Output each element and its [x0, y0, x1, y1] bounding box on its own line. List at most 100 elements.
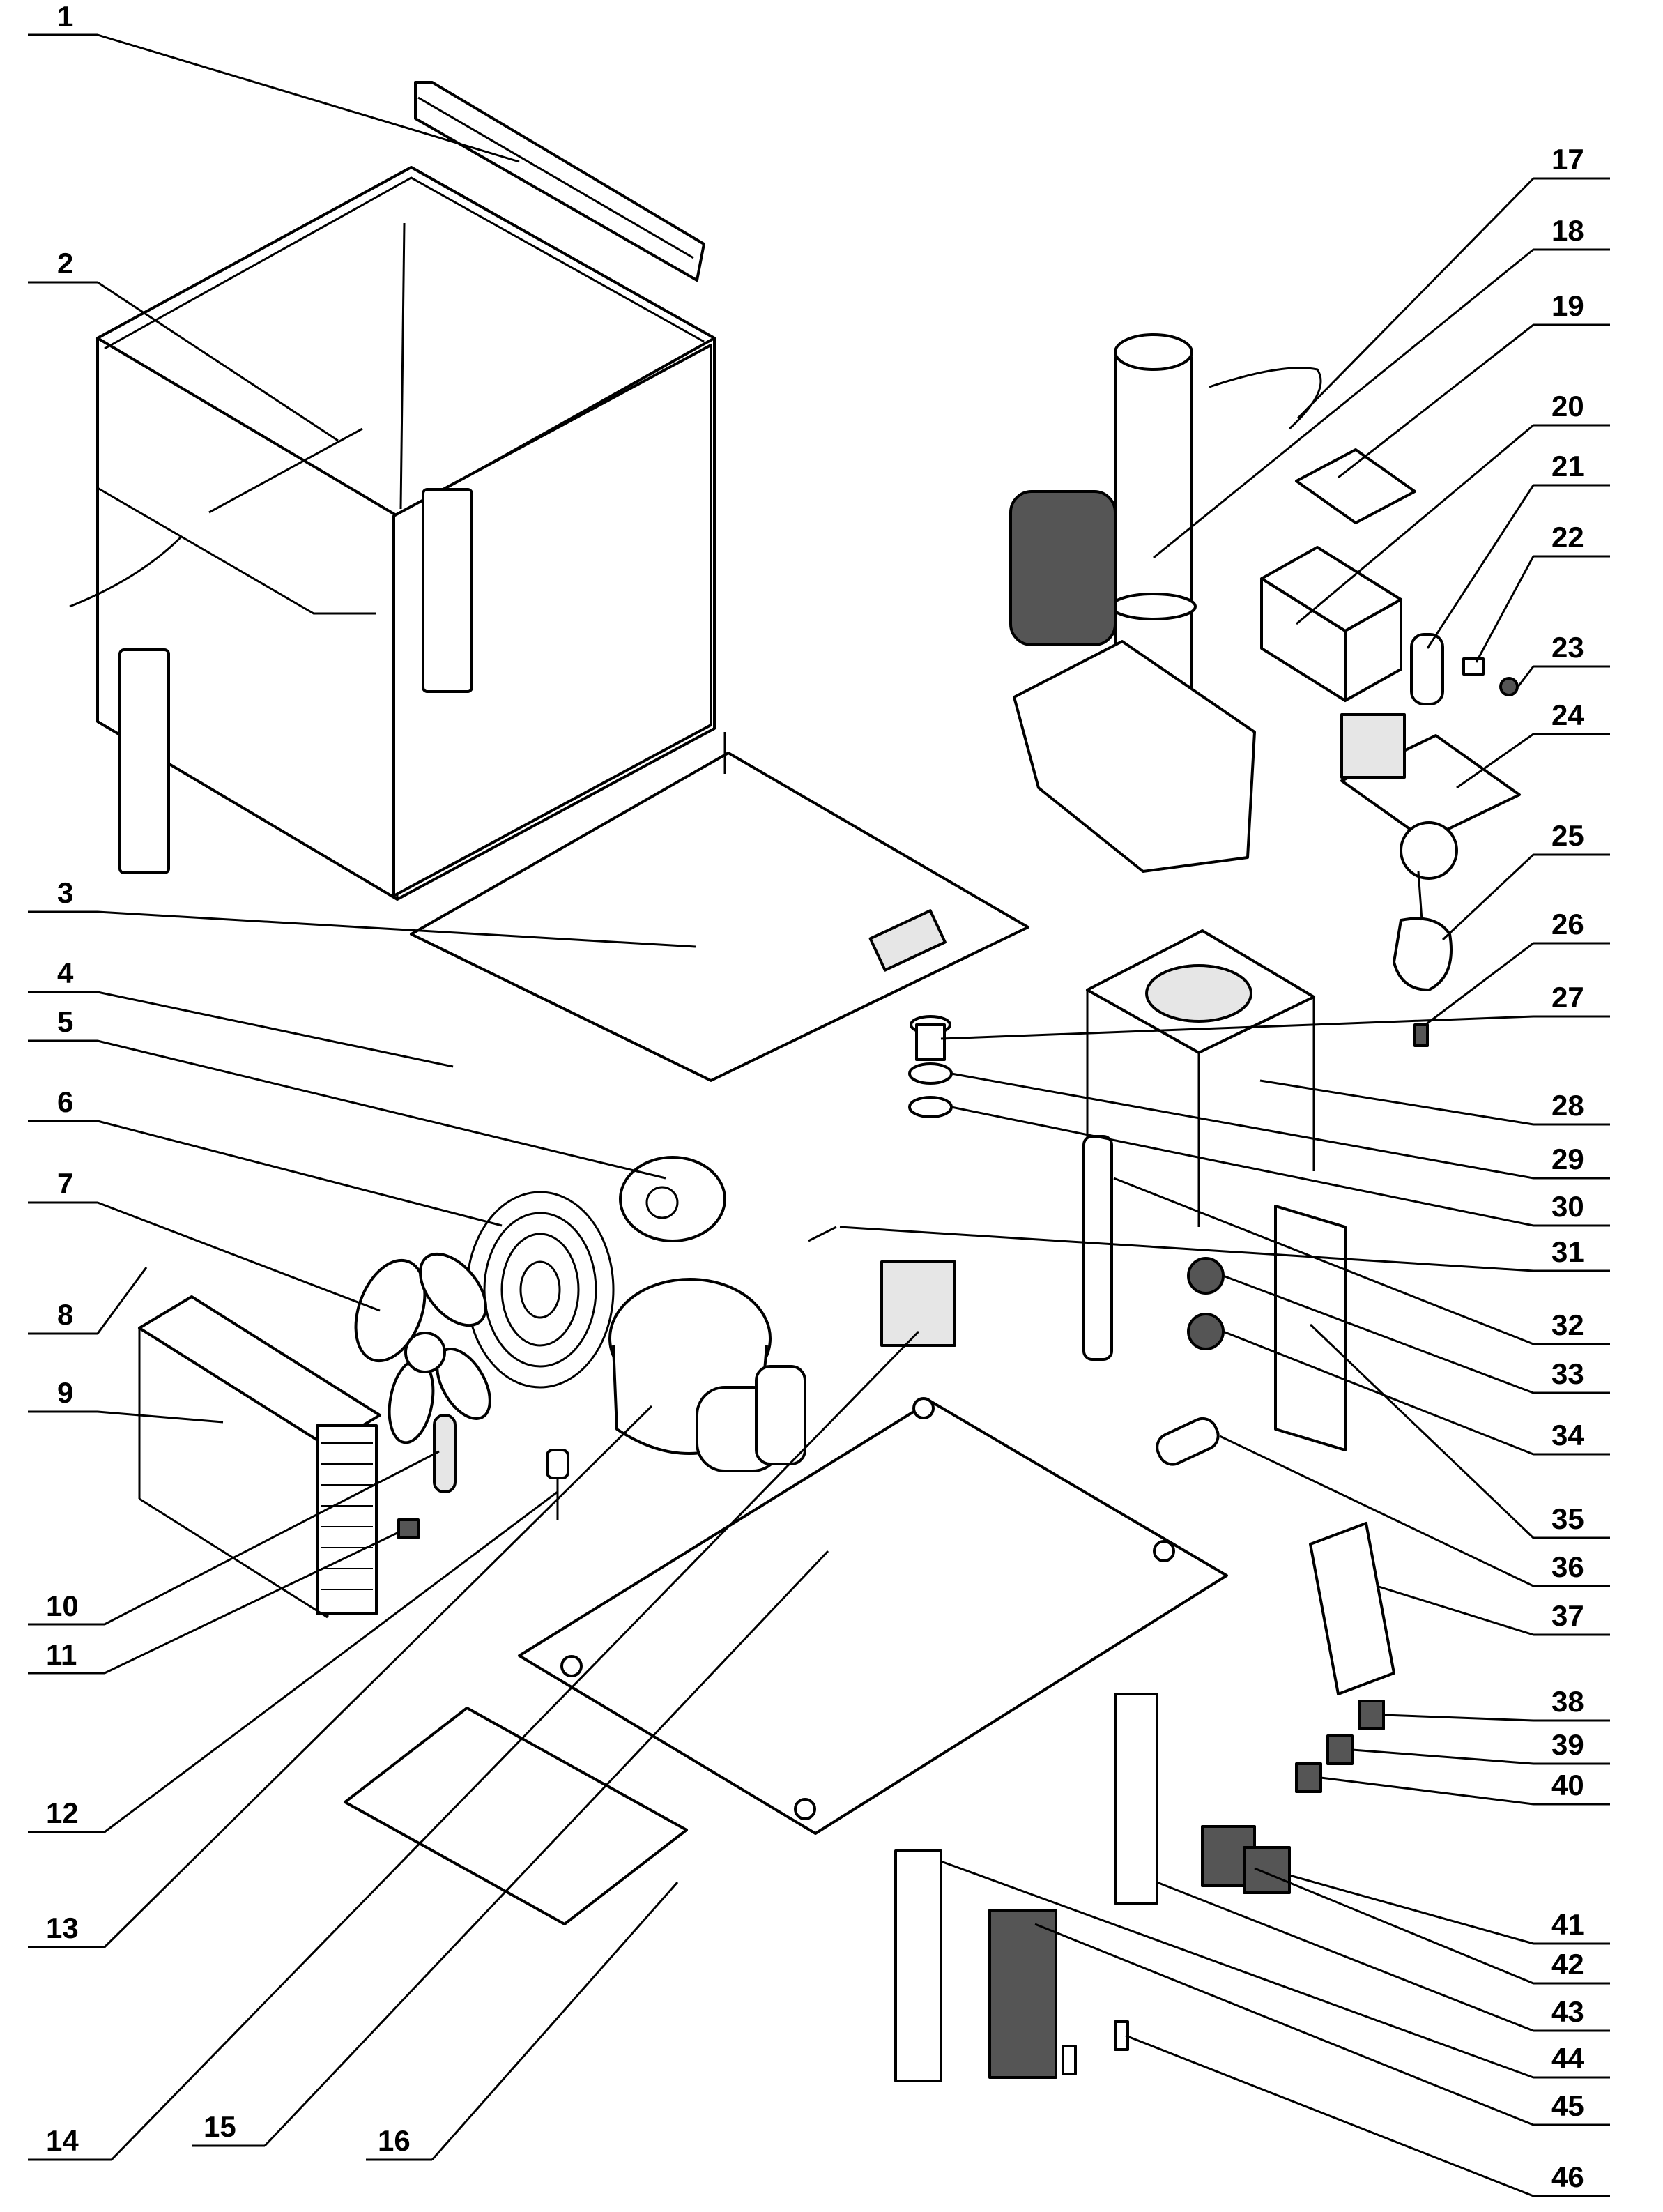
part-label: 8 [57, 1298, 73, 1331]
part-filter-drier [433, 1414, 457, 1493]
part-din-rail-44 [894, 1849, 942, 2082]
part-top-rail [414, 81, 705, 282]
callout-23: 23 [1517, 631, 1610, 687]
part-label: 39 [1551, 1728, 1584, 1761]
callout-6: 6 [28, 1085, 503, 1227]
part-label: 30 [1551, 1190, 1584, 1223]
callout-18: 18 [1153, 214, 1610, 559]
part-label: 13 [46, 1912, 79, 1944]
part-label: 1 [57, 0, 73, 33]
callout-33: 33 [1223, 1274, 1610, 1394]
part-circuit-board [988, 1909, 1057, 2079]
part-hood [1086, 929, 1315, 1227]
part-auger-assembly [1009, 333, 1256, 873]
callout-43: 43 [1156, 1881, 1610, 2032]
callout-41: 41 [1289, 1874, 1610, 1945]
part-clamp [1209, 367, 1322, 430]
callout-29: 29 [951, 1072, 1610, 1180]
callout-3: 3 [28, 876, 696, 948]
parts-drawing [69, 81, 1521, 2082]
callout-16: 16 [366, 1882, 679, 2161]
callout-12: 12 [28, 1490, 558, 1833]
part-label: 43 [1551, 1995, 1584, 2028]
part-control-box [1260, 546, 1402, 702]
callout-40: 40 [1320, 1769, 1610, 1806]
part-pin [808, 1226, 837, 1242]
part-label: 16 [378, 2124, 411, 2157]
part-label: 10 [46, 1589, 79, 1622]
part-label: 45 [1551, 2089, 1584, 2122]
part-bracket-4 [422, 488, 473, 693]
part-bracket-21 [1410, 633, 1444, 705]
part-label: 27 [1551, 981, 1584, 1014]
part-mount-plate [1309, 1522, 1395, 1695]
callout-26: 26 [1425, 908, 1610, 1026]
part-bracket-8 [118, 648, 170, 874]
callout-13: 13 [28, 1405, 653, 1948]
part-lower-frame [344, 1707, 688, 1925]
part-label: 11 [46, 1638, 77, 1671]
part-pressure-valve [546, 1449, 569, 1520]
part-label: 20 [1551, 390, 1584, 422]
part-cover-plate [1295, 448, 1416, 524]
callout-39: 39 [1351, 1728, 1610, 1765]
callout-8: 8 [28, 1267, 148, 1335]
part-label: 26 [1551, 908, 1584, 940]
callout-14: 14 [28, 1330, 920, 2161]
callout-45: 45 [1034, 1923, 1610, 2126]
part-label: 37 [1551, 1599, 1584, 1632]
callout-4: 4 [28, 956, 454, 1068]
part-cabinet [69, 166, 716, 901]
callout-34: 34 [1223, 1330, 1610, 1456]
callout-5: 5 [28, 1005, 666, 1180]
part-label: 36 [1551, 1550, 1584, 1583]
part-label: 38 [1551, 1685, 1584, 1718]
callouts: 1 2 3 4 5 6 7 [28, 0, 1610, 2197]
callout-10: 10 [28, 1450, 440, 1626]
callout-25: 25 [1441, 819, 1610, 941]
part-label: 24 [1551, 699, 1584, 731]
part-label: 19 [1551, 289, 1584, 322]
part-base-plate [518, 1397, 1228, 1835]
part-label: 46 [1551, 2160, 1584, 2193]
part-screw-22 [1462, 657, 1485, 676]
callout-38: 38 [1383, 1685, 1610, 1722]
part-label: 17 [1551, 143, 1584, 176]
callout-46: 46 [1125, 2034, 1610, 2197]
part-label: 9 [57, 1376, 73, 1409]
part-label: 29 [1551, 1143, 1584, 1175]
part-label: 32 [1551, 1309, 1584, 1341]
callout-22: 22 [1475, 521, 1610, 663]
part-small-valve [397, 1518, 420, 1539]
part-label: 22 [1551, 521, 1584, 554]
callout-9: 9 [28, 1376, 224, 1424]
callout-24: 24 [1456, 699, 1610, 789]
part-label: 18 [1551, 214, 1584, 247]
part-elbow [1156, 1417, 1220, 1466]
part-side-plate [1274, 1205, 1347, 1451]
part-label: 2 [57, 247, 73, 280]
part-connector-39 [1326, 1734, 1354, 1765]
callout-2: 2 [28, 247, 339, 442]
part-label: 40 [1551, 1769, 1584, 1801]
part-label: 33 [1551, 1357, 1584, 1390]
part-label: 3 [57, 876, 73, 909]
part-label: 34 [1551, 1419, 1584, 1451]
part-condenser [138, 1295, 381, 1619]
part-fitting-33 [1187, 1257, 1225, 1295]
part-label: 15 [204, 2110, 236, 2143]
callout-30: 30 [951, 1106, 1610, 1227]
part-label: 6 [57, 1085, 73, 1118]
callout-31: 31 [839, 1226, 1610, 1272]
callout-1: 1 [28, 0, 520, 163]
part-ring-29 [908, 1062, 953, 1085]
callout-36: 36 [1219, 1435, 1610, 1587]
callout-11: 11 [28, 1531, 399, 1675]
callout-20: 20 [1296, 390, 1610, 625]
callout-7: 7 [28, 1167, 381, 1312]
part-label: 5 [57, 1005, 73, 1038]
part-label: 28 [1551, 1089, 1584, 1122]
part-label: 31 [1551, 1235, 1584, 1268]
part-label: 7 [57, 1167, 73, 1200]
